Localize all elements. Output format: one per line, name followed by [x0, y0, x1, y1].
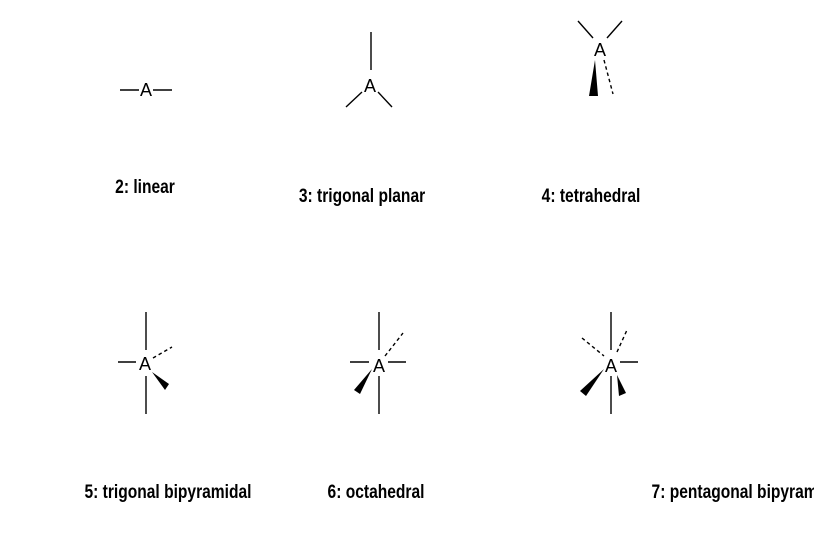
- dashed-bond-back-left: [581, 337, 605, 357]
- caption-trigonal-bipyramidal: 5: trigonal bipyramidal: [85, 481, 252, 503]
- bond-lower-right: [377, 91, 393, 108]
- molecule-linear: A: [120, 80, 172, 100]
- caption-pentagonal-bipyramidal: 7: pentagonal bipyramidal: [652, 481, 814, 503]
- wedge-bond-front: [354, 369, 372, 394]
- wedge-bond-front-left: [580, 369, 604, 396]
- molecule-octahedral: A: [350, 312, 406, 414]
- wedge-bond-front: [589, 60, 598, 96]
- central-atom: A: [140, 80, 152, 100]
- wedge-bond-front-right: [617, 375, 626, 396]
- central-atom: A: [373, 356, 385, 376]
- dashed-bond-back-right: [616, 329, 628, 353]
- molecule-trigonal-planar: A: [345, 32, 393, 108]
- molecule-tetrahedral: A: [577, 20, 623, 96]
- central-atom: A: [364, 76, 376, 96]
- dashed-bond-back: [603, 59, 614, 95]
- bond-upper-right: [606, 20, 623, 39]
- central-atom: A: [605, 356, 617, 376]
- wedge-bond-front: [152, 372, 169, 390]
- central-atom: A: [594, 40, 606, 60]
- dashed-bond-back: [152, 346, 173, 359]
- dashed-bond-back: [384, 332, 404, 357]
- caption-tetrahedral: 4: tetrahedral: [542, 185, 641, 207]
- caption-linear: 2: linear: [115, 176, 175, 198]
- central-atom: A: [139, 354, 151, 374]
- caption-trigonal-planar: 3: trigonal planar: [299, 185, 426, 207]
- bond-upper-left: [577, 20, 594, 39]
- caption-octahedral: 6: octahedral: [328, 481, 425, 503]
- bond-lower-left: [345, 91, 363, 108]
- molecule-pentagonal-bipyramidal: A: [580, 312, 638, 414]
- molecule-trigonal-bipyramidal: A: [118, 312, 173, 414]
